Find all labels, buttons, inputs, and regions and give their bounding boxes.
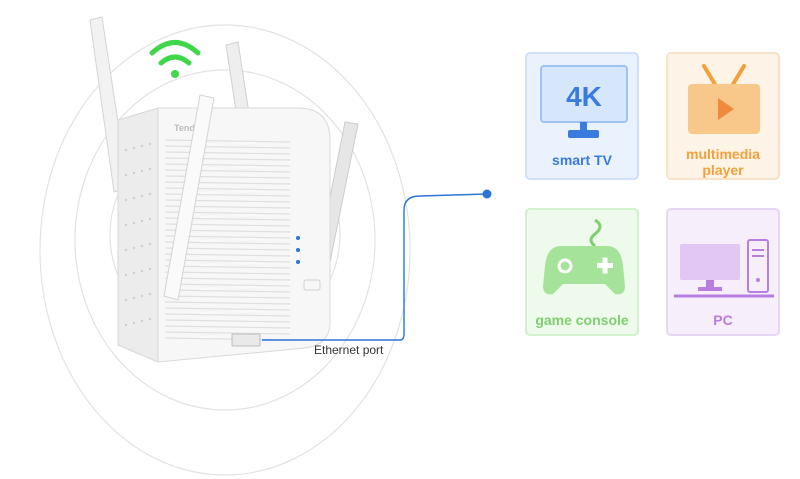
grille-stripe [164, 289, 291, 293]
grille-stripe [164, 283, 291, 287]
grille-stripe [164, 151, 291, 155]
wifi-icon [149, 40, 201, 78]
device-card-pc: PC [666, 208, 780, 336]
device-card-game-console: game console [525, 208, 639, 336]
grille-stripe [164, 169, 291, 173]
ethernet-cable [262, 193, 488, 341]
status-led [296, 248, 300, 252]
range-extender: Tenda [117, 107, 331, 363]
grille-stripe [164, 307, 291, 311]
signal-ring [74, 69, 376, 411]
device-label-player: player [702, 162, 744, 178]
status-led [296, 236, 300, 240]
smart-tv-icon: 4K [540, 65, 628, 138]
grille-stripe [164, 313, 291, 317]
tv-screen-text: 4K [566, 81, 602, 112]
media-player-icon [688, 64, 760, 134]
device-card-multimedia-player: multimedia player [666, 52, 780, 180]
device-label-multimedia: multimedia [686, 146, 760, 162]
ethernet-port [231, 333, 261, 347]
grille-stripe [164, 265, 291, 269]
grille-stripe [164, 319, 291, 323]
grille-stripe [164, 139, 291, 143]
desktop-pc-icon [674, 239, 774, 298]
device-label-smart-tv: smart TV [552, 152, 612, 168]
device-label-pc: PC [713, 312, 733, 328]
grille-stripe [164, 301, 291, 305]
device-card-smart-tv: 4K smart TV [525, 52, 639, 180]
grille-stripe [164, 163, 291, 167]
grille-stripe [164, 331, 291, 335]
antenna-front [163, 94, 215, 301]
grille-stripe [164, 157, 291, 161]
device-label-game-console: game console [535, 312, 629, 328]
grille-stripe [164, 295, 291, 299]
grille-stripe [164, 259, 291, 263]
status-led [296, 260, 300, 264]
ethernet-port-label: Ethernet port [314, 343, 384, 357]
grille-stripe [164, 277, 291, 281]
grille-stripe [164, 271, 291, 275]
brand-label: Tenda [174, 123, 201, 133]
signal-ring [39, 24, 411, 476]
wps-button [303, 279, 321, 291]
grille-stripe [164, 145, 291, 149]
game-controller-icon [543, 218, 625, 295]
cable-endpoint [482, 189, 492, 199]
grille-stripe [164, 325, 291, 329]
